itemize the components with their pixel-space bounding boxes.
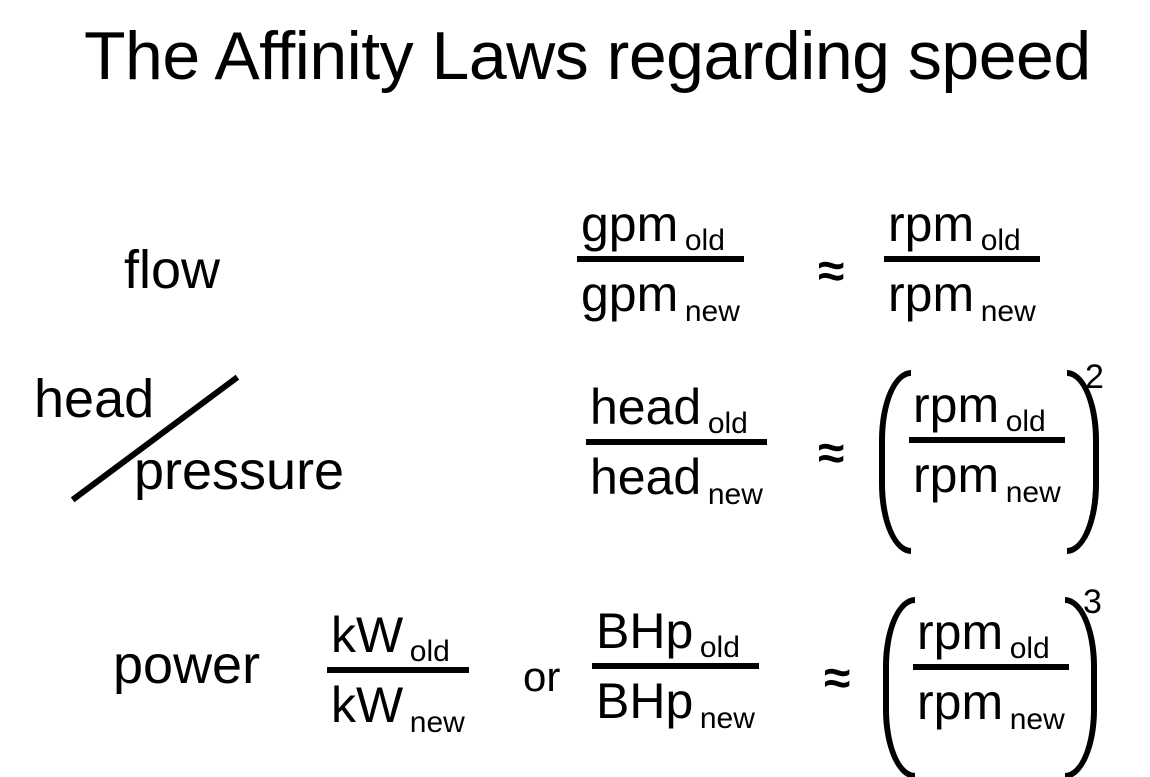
approx-equals-symbol-head: ≈ xyxy=(818,427,845,480)
fraction-rpm-flow-denominator-text: rpm xyxy=(888,266,975,322)
fraction-rpm-head-denominator-subscript: new xyxy=(1005,476,1061,510)
fraction-bhp-denominator-text: BHp xyxy=(596,673,694,729)
fraction-rpm-flow-bar xyxy=(884,256,1040,262)
approx-equals-symbol-flow: ≈ xyxy=(818,245,845,298)
row-label-pressure: pressure xyxy=(134,441,345,501)
fraction-rpm-flow-numerator-text: rpm xyxy=(888,196,975,252)
row-label-power: power xyxy=(113,635,261,695)
row-label-head-pressure: head pressure xyxy=(34,372,374,512)
fraction-rpm-power-denominator-text: rpm xyxy=(917,674,1004,730)
approx-equals-symbol-power: ≈ xyxy=(824,652,851,705)
fraction-rpm-flow-denominator-subscript: new xyxy=(980,295,1036,329)
fraction-bhp-bar xyxy=(592,663,759,669)
exponent-squared: 2 xyxy=(1085,358,1104,396)
fraction-kw-bar xyxy=(327,667,469,673)
fraction-rpm-head-bar xyxy=(909,437,1065,443)
exponent-cubed: 3 xyxy=(1083,583,1102,621)
left-parenthesis-squared xyxy=(879,370,911,554)
fraction-head-numerator-subscript: old xyxy=(707,407,748,440)
fraction-rpm-head-numerator-text: rpm xyxy=(913,377,1000,433)
row-label-head: head xyxy=(34,369,155,429)
page-title: The Affinity Laws regarding speed xyxy=(84,18,1091,94)
fraction-head-denominator-subscript: new xyxy=(707,478,763,512)
fraction-rpm-head-numerator-subscript: old xyxy=(1005,405,1046,438)
fraction-kw-denominator-subscript: new xyxy=(409,706,465,740)
fraction-bhp-numerator-text: BHp xyxy=(596,603,694,659)
fraction-rpm-power-denominator-subscript: new xyxy=(1009,703,1065,737)
fraction-gpm-denominator-text: gpm xyxy=(581,266,679,322)
fraction-gpm-numerator-subscript: old xyxy=(684,224,725,257)
row-label-flow: flow xyxy=(124,240,221,300)
right-parenthesis-squared xyxy=(1067,370,1099,554)
right-parenthesis-cubed xyxy=(1065,597,1097,777)
fraction-rpm-power-numerator-text: rpm xyxy=(917,604,1004,660)
fraction-head-bar xyxy=(586,439,767,445)
fraction-rpm-power-numerator-subscript: old xyxy=(1009,632,1050,665)
fraction-kw-numerator-text: kW xyxy=(331,607,404,663)
connector-or: or xyxy=(523,653,561,700)
fraction-head-denominator-text: head xyxy=(590,449,702,505)
fraction-kw-denominator-text: kW xyxy=(331,677,404,733)
fraction-gpm-numerator-text: gpm xyxy=(581,196,679,252)
fraction-rpm-power-bar xyxy=(913,664,1069,670)
fraction-head-numerator-text: head xyxy=(590,379,702,435)
fraction-bhp-numerator-subscript: old xyxy=(699,631,740,664)
fraction-rpm-flow-numerator-subscript: old xyxy=(980,224,1021,257)
fraction-rpm-head-denominator-text: rpm xyxy=(913,447,1000,503)
fraction-kw-numerator-subscript: old xyxy=(409,635,450,668)
fraction-bhp-denominator-subscript: new xyxy=(699,702,755,736)
left-parenthesis-cubed xyxy=(883,597,915,777)
fraction-gpm-denominator-subscript: new xyxy=(684,295,740,329)
fraction-gpm-bar xyxy=(577,256,744,262)
